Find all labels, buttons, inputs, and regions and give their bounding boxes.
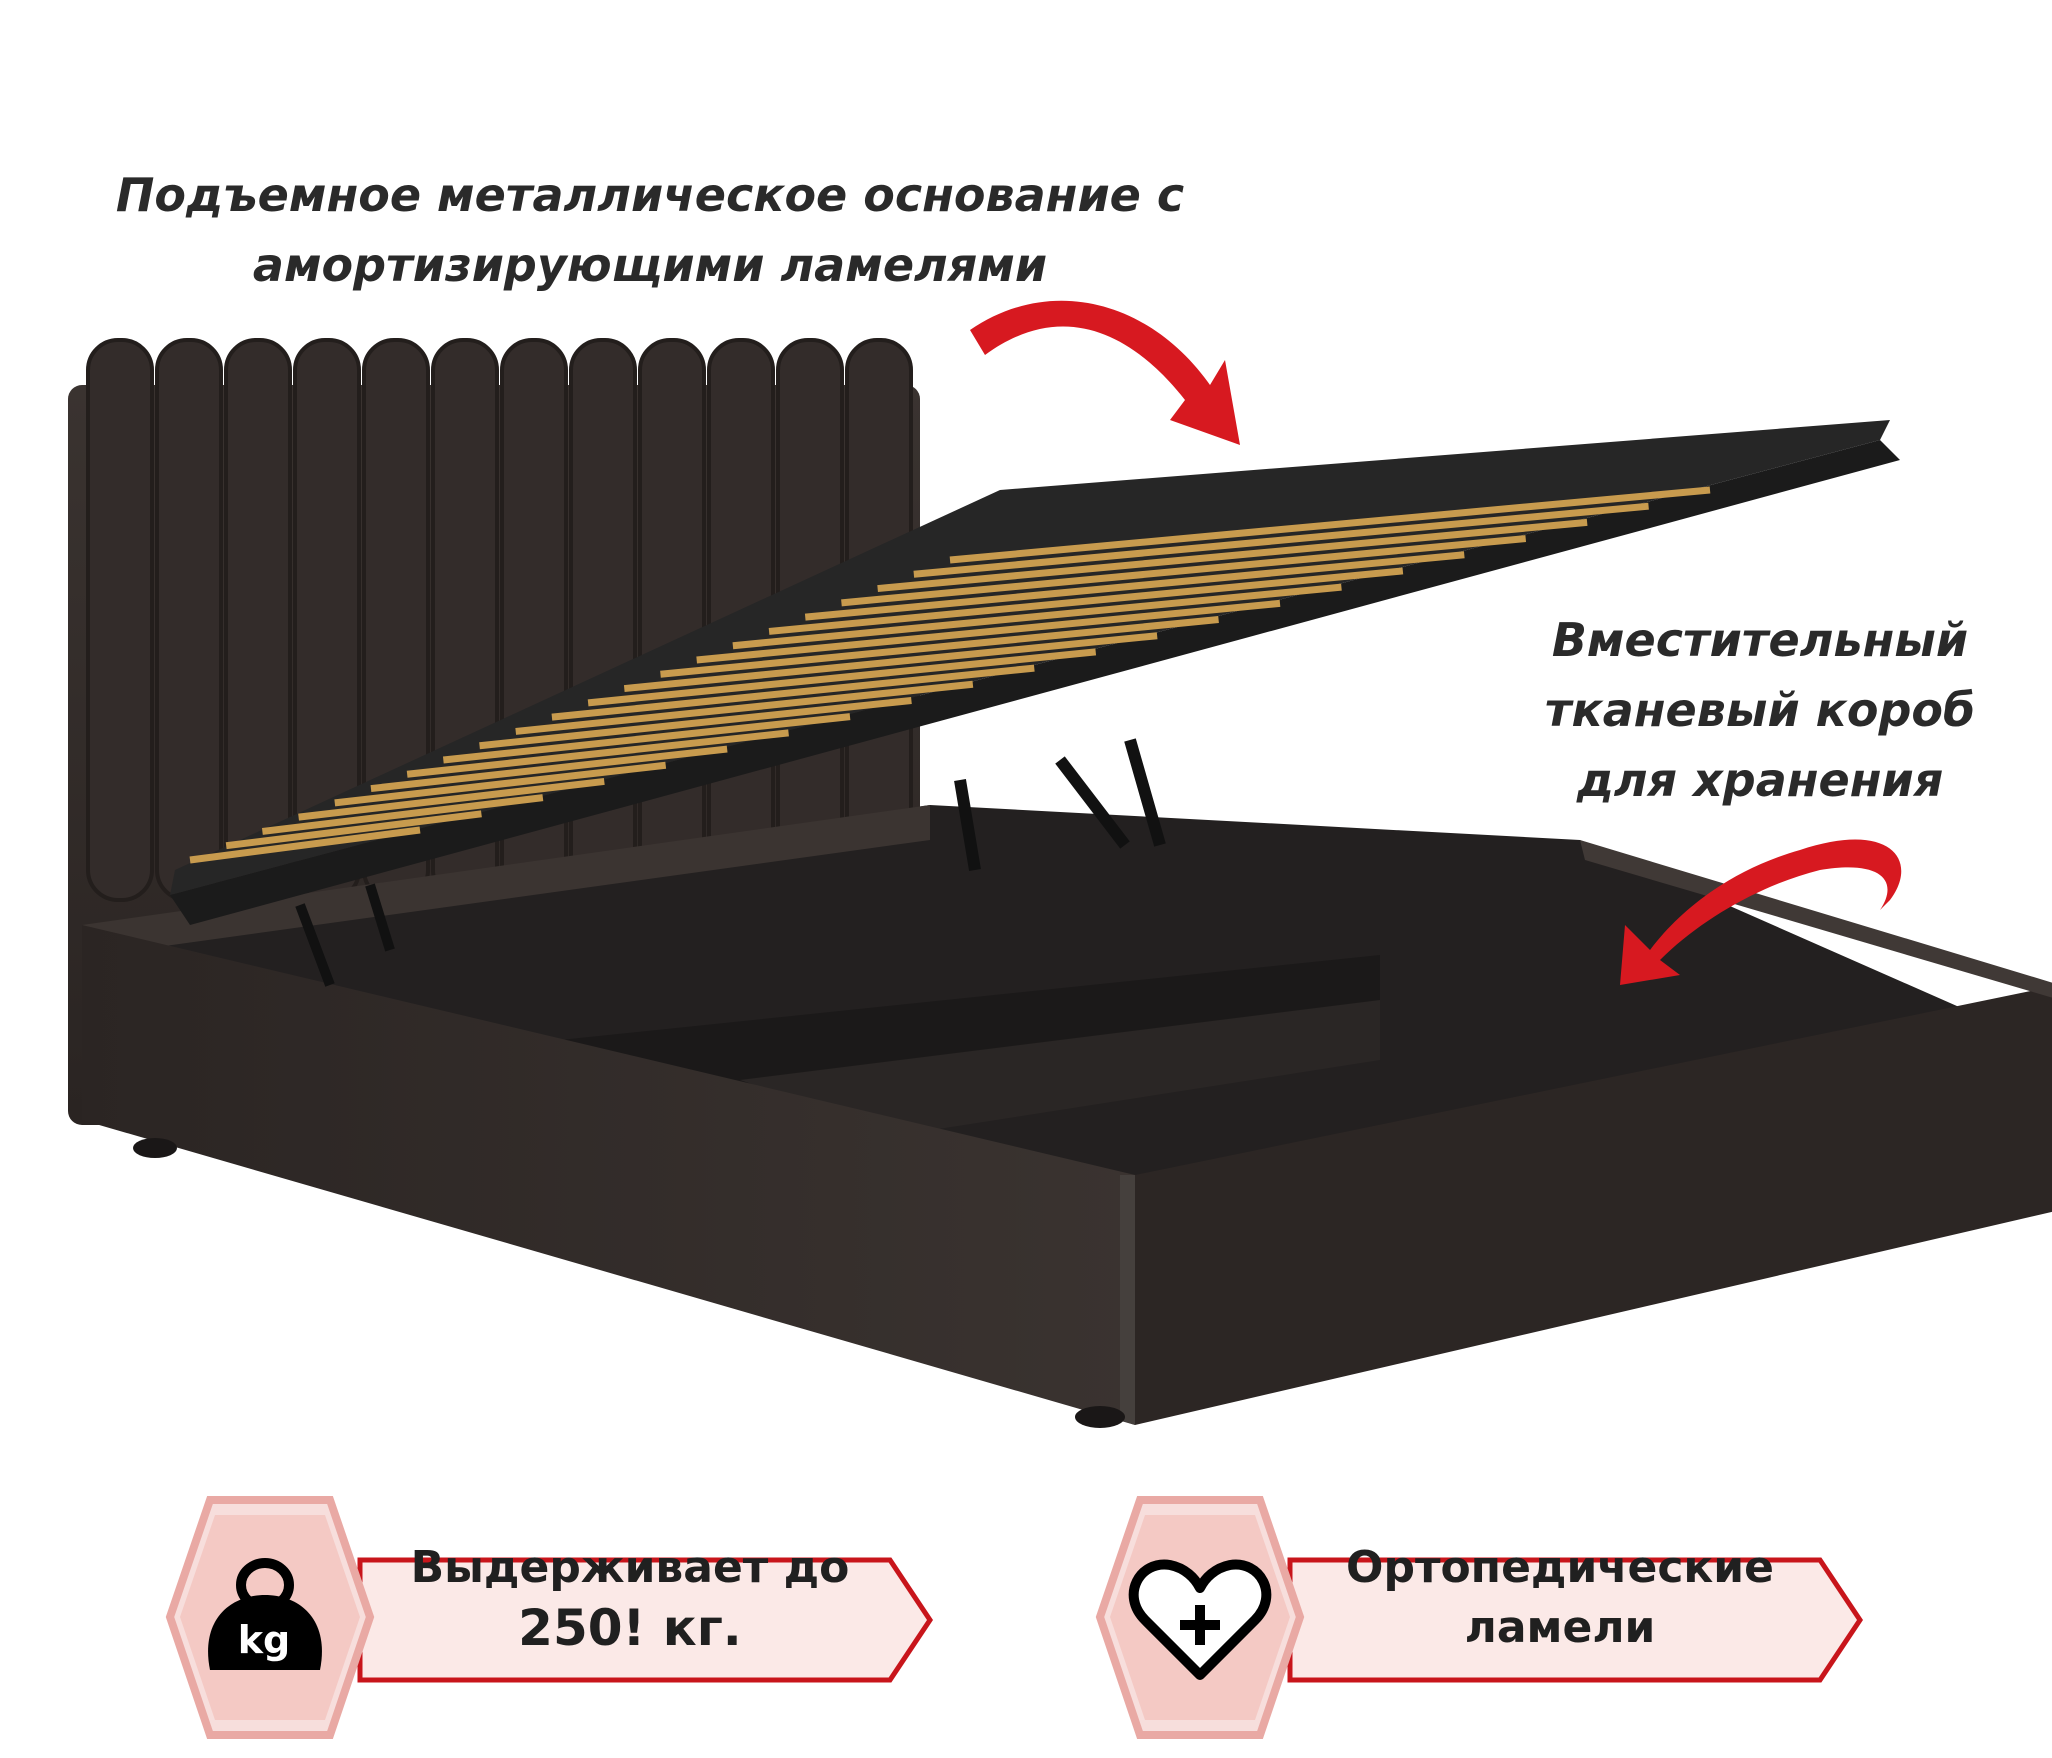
ortho-badge-line-1: Ортопедические <box>1346 1542 1774 1593</box>
lifted-slat-base <box>170 420 1900 987</box>
caption-storage-box-line-1: Вместительный <box>1551 613 1969 667</box>
slat <box>623 632 1158 693</box>
arrow-lift-icon <box>970 300 1240 445</box>
headboard-channel <box>638 338 706 902</box>
weight-badge-text: Выдерживает до 250! кг. <box>370 1538 890 1658</box>
slat <box>370 745 728 793</box>
slat <box>949 486 1711 564</box>
slat <box>696 599 1281 664</box>
headboard-channel <box>224 338 292 902</box>
slat <box>406 729 789 778</box>
slat <box>732 583 1342 650</box>
caption-lift-base-line-1: Подъемное металлическое основание с <box>115 168 1185 222</box>
slat <box>804 551 1465 621</box>
caption-lift-base: Подъемное металлическое основание с амор… <box>80 160 1220 300</box>
headboard-channel <box>86 338 154 902</box>
kettlebell-icon <box>208 1558 322 1670</box>
headboard-channel <box>155 338 223 902</box>
kettlebell-label: kg <box>237 1618 291 1662</box>
slat <box>479 696 912 750</box>
slat <box>298 777 605 821</box>
slat <box>877 518 1588 593</box>
slat <box>768 567 1404 635</box>
slat <box>841 535 1527 607</box>
slat <box>261 794 544 835</box>
slat <box>515 680 974 735</box>
caption-storage-box-line-2: тканевый короб <box>1544 683 1976 737</box>
weight-badge-line-2: 250! кг. <box>518 1599 742 1657</box>
slat <box>551 664 1035 721</box>
arrow-box-icon <box>1620 839 1902 985</box>
bed-frame <box>82 805 2052 1428</box>
storage-box <box>120 805 2000 1180</box>
slat <box>913 502 1649 578</box>
slat <box>660 616 1219 678</box>
caption-storage-box: Вместительный тканевый короб для хранени… <box>1490 605 2030 815</box>
ortho-badge-line-2: ламели <box>1464 1602 1656 1653</box>
caption-lift-base-line-2: амортизирующими ламелями <box>252 238 1048 292</box>
slat <box>334 761 667 807</box>
caption-storage-box-line-3: для хранения <box>1576 753 1944 807</box>
ortho-badge-text: Ортопедические ламели <box>1300 1538 1820 1658</box>
slat <box>225 810 482 850</box>
slat <box>587 648 1097 707</box>
slat <box>189 826 421 864</box>
slat <box>442 713 851 764</box>
heart-plus-icon <box>1128 1559 1272 1680</box>
weight-badge-line-1: Выдерживает до <box>410 1542 850 1593</box>
